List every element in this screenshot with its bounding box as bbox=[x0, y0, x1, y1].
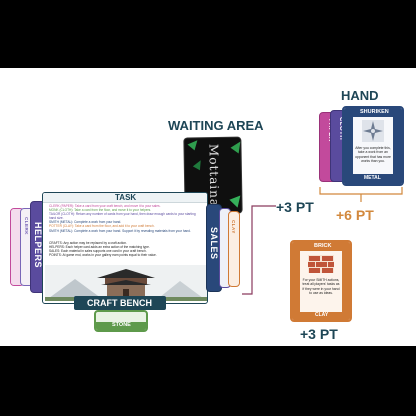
shuriken-text: After you complete this, take a work fro… bbox=[355, 146, 391, 163]
hand-card-cloth-name: CLOTH bbox=[338, 117, 344, 141]
brick-points: +3 PT bbox=[300, 326, 338, 342]
task-rule-points: POINTS: At game end, works in your galle… bbox=[49, 253, 157, 258]
task-actions: CLERK (PAPER): Take a card from your cra… bbox=[49, 204, 203, 233]
task-rule-helpers: HELPERS: Each helper card adds an extra … bbox=[49, 245, 150, 250]
task-action-4: SMITH (METAL): Complete a work from your… bbox=[49, 220, 122, 225]
sales-label: SALES bbox=[209, 227, 219, 260]
brick-material: CLAY bbox=[315, 312, 329, 318]
task-action-6: SMITH (METAL): Complete a work from your… bbox=[49, 228, 191, 233]
craft-bench-card-stone[interactable]: STONE bbox=[94, 310, 148, 332]
hand-label: HAND bbox=[341, 88, 379, 103]
helpers-label: HELPERS bbox=[33, 222, 43, 269]
task-action-2: MONK (CLOTH): Take a card from the floor… bbox=[49, 208, 152, 213]
task-rules: CRAFTS: Any action may be replaced by a … bbox=[49, 241, 205, 257]
hand-points: +6 PT bbox=[336, 207, 374, 223]
shuriken-material: METAL bbox=[364, 175, 381, 181]
brick-card[interactable]: BRICK For your SMITH actions, treat all … bbox=[290, 240, 352, 322]
sales-card-clay[interactable]: CLAY bbox=[228, 211, 240, 287]
temple-illustration bbox=[45, 265, 207, 301]
game-board: WAITING AREA Mottainai HAND PAPER CLOTH … bbox=[0, 68, 416, 346]
task-action-1: CLERK (PAPER): Take a card from your cra… bbox=[49, 204, 161, 208]
hand-connector bbox=[319, 187, 403, 202]
waiting-area-label: WAITING AREA bbox=[168, 118, 264, 133]
craft-bench-label: CRAFT BENCH bbox=[74, 296, 166, 310]
brick-icon bbox=[308, 255, 334, 273]
brick-title: BRICK bbox=[314, 243, 332, 249]
task-action-5: POTTER (CLAY): Take a card from the floo… bbox=[49, 224, 155, 229]
deck-logo: Mottainai bbox=[206, 143, 222, 212]
sales-connector bbox=[242, 205, 276, 295]
sales-points: +3 PT bbox=[276, 199, 314, 215]
task-card[interactable]: TASK CLERK (PAPER): Take a card from you… bbox=[42, 192, 208, 304]
shuriken-title: SHURIKEN bbox=[360, 109, 389, 115]
brick-text: For your SMITH actions, treat all player… bbox=[302, 278, 340, 295]
task-rule-crafts: CRAFTS: Any action may be replaced by a … bbox=[49, 241, 127, 245]
task-rule-sales: SALES: Each material in sales supports o… bbox=[49, 249, 147, 254]
shuriken-icon bbox=[362, 120, 384, 142]
hand-card-shuriken[interactable]: SHURIKEN After you complete this, take a… bbox=[342, 106, 404, 186]
stone-label: STONE bbox=[112, 322, 131, 328]
sales-clay-label: CLAY bbox=[231, 220, 236, 234]
clerk-label: CLERK bbox=[24, 217, 29, 235]
craft-bench-text: CRAFT BENCH bbox=[87, 298, 152, 308]
task-title: TASK bbox=[115, 193, 137, 202]
task-action-3: TAILOR (CLOTH): Return any number of car… bbox=[49, 212, 196, 221]
